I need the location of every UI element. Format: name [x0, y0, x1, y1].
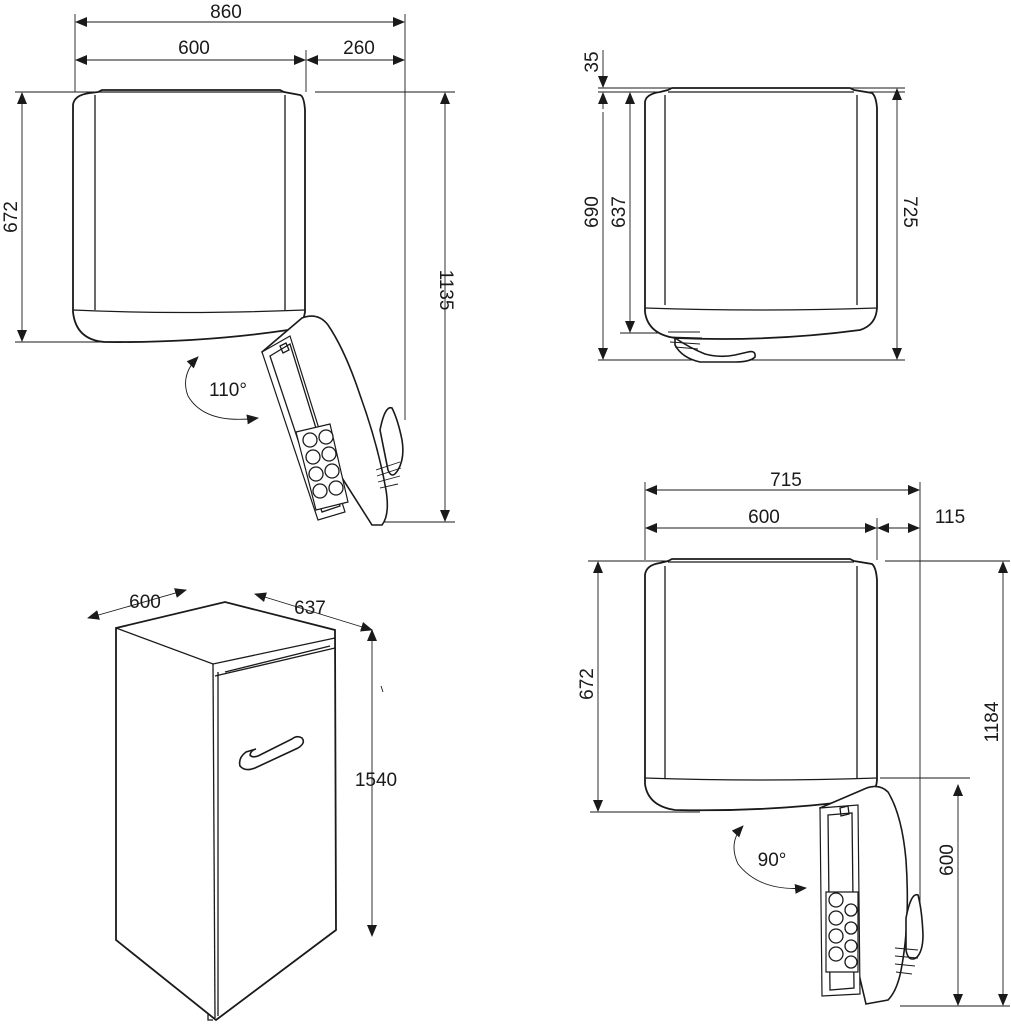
bottle	[844, 921, 858, 935]
bottle	[828, 910, 844, 926]
dimension-label-600-door: 600	[937, 844, 958, 876]
front-edge	[644, 307, 878, 311]
bottle	[844, 903, 858, 917]
bottle	[828, 928, 844, 944]
foot	[207, 1014, 213, 1021]
dimension-label-35: 35	[582, 51, 603, 72]
dimension-label-672: 672	[1, 201, 22, 233]
dimension-line-depth	[254, 592, 373, 632]
door-handle	[379, 406, 404, 476]
front-corner-edge	[212, 663, 216, 1019]
door-top-edge-inner	[224, 645, 331, 673]
bottle	[844, 939, 858, 953]
bottle	[828, 892, 844, 908]
dimension-label-height: 1540	[355, 770, 397, 791]
door-top-edge	[214, 647, 336, 677]
door-handle	[905, 893, 924, 960]
bottle	[312, 483, 328, 499]
perspective-door-handle	[238, 735, 305, 771]
top-view-110: 860 600 260 672 1135	[1, 2, 456, 526]
dimension-label-690: 690	[582, 196, 603, 228]
bottle	[828, 946, 844, 962]
front-edge	[72, 309, 306, 314]
bottle	[305, 449, 321, 465]
dimension-label-width: 600	[129, 592, 161, 613]
cabinet-outline	[644, 87, 878, 340]
hinge	[839, 805, 850, 817]
cabinet-outline	[72, 89, 306, 343]
perspective-view: 600 637 1540	[87, 588, 397, 1022]
dimension-label-115: 115	[935, 507, 965, 528]
dimension-label-600: 600	[178, 38, 210, 59]
cabinet-outline	[644, 558, 878, 812]
bottle	[328, 480, 344, 496]
tick-mark	[380, 685, 384, 693]
hinge	[279, 342, 290, 354]
dimension-label-725: 725	[899, 196, 920, 228]
dimension-label-672: 672	[577, 668, 598, 700]
door-open-110	[260, 315, 404, 526]
handle-grip-lines	[375, 461, 402, 489]
dimension-line-width	[87, 588, 187, 620]
dimension-label-260: 260	[343, 38, 375, 59]
door-angle-arc	[185, 356, 259, 425]
dimension-label-depth: 637	[294, 598, 326, 619]
top-view-90: 715 600 115 672 600 1184	[577, 470, 1010, 1007]
door-angle-label: 90°	[758, 850, 787, 871]
handle-grip-lines	[667, 331, 703, 350]
side-view: 35 690 637 725	[582, 50, 920, 363]
bottle	[308, 466, 324, 482]
front-edge	[644, 777, 878, 781]
bottle	[318, 429, 334, 445]
dimension-label-715: 715	[770, 470, 802, 491]
dimension-label-1135: 1135	[435, 270, 456, 311]
bottle	[324, 463, 340, 479]
bottle	[844, 955, 858, 969]
door-handle	[674, 336, 756, 363]
door-angle-label: 110°	[209, 380, 247, 401]
dimension-label-600: 600	[748, 507, 780, 528]
dimension-label-1184: 1184	[982, 701, 1003, 742]
door-open-90	[819, 785, 924, 1005]
bottle	[321, 446, 337, 462]
dimension-label-637: 637	[609, 196, 630, 228]
fridge-outline	[115, 601, 337, 1022]
door-angle-arc	[731, 825, 807, 894]
bottle	[302, 432, 318, 448]
dimension-label-860: 860	[210, 2, 242, 23]
handle-grip-lines	[894, 947, 919, 975]
